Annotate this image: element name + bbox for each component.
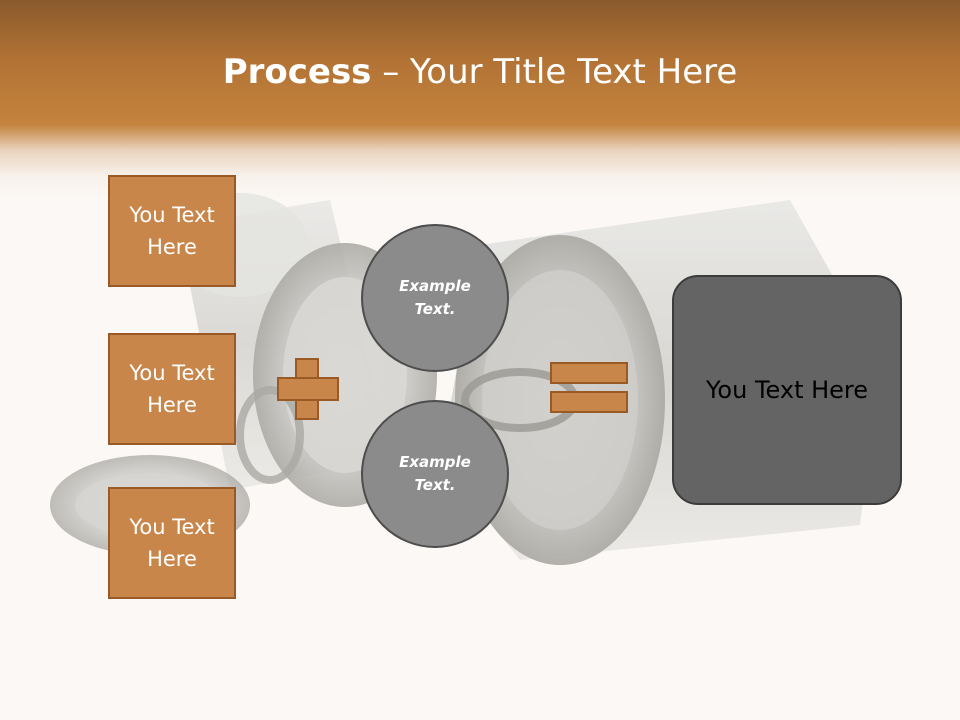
header-band	[0, 0, 960, 200]
slide-title: Process – Your Title Text Here	[0, 52, 960, 92]
example-circle-1: Example Text.	[361, 224, 509, 372]
example-circle-2: Example Text.	[361, 400, 509, 548]
equals-sign-bottom	[550, 391, 628, 413]
equals-sign-top	[550, 362, 628, 384]
step-box-1: You Text Here	[108, 175, 236, 287]
title-bold: Process	[222, 52, 372, 92]
title-rest: – Your Title Text Here	[371, 52, 738, 92]
step-box-3: You Text Here	[108, 487, 236, 599]
result-box: You Text Here	[672, 275, 902, 505]
step-box-2: You Text Here	[108, 333, 236, 445]
plus-sign-center	[297, 379, 317, 399]
